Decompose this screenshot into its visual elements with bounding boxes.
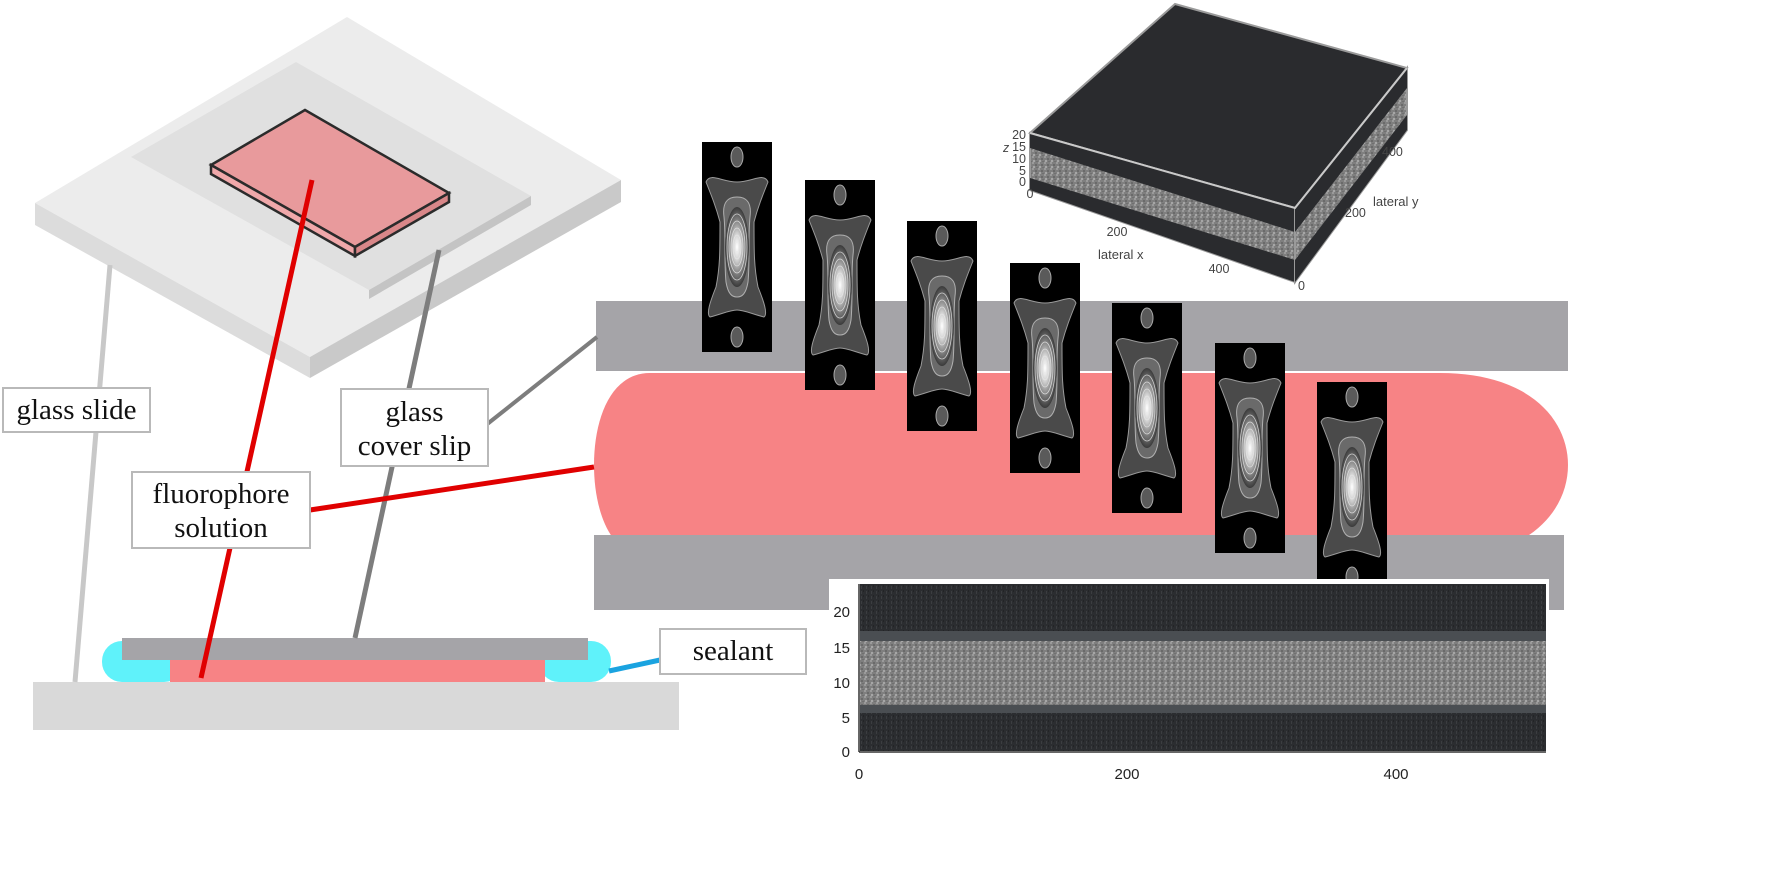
z-tick-15: 15 (1012, 140, 1026, 154)
z-tick-10: 10 (1012, 152, 1026, 166)
z-tick-20: 20 (1012, 128, 1026, 142)
isometric-slide (35, 17, 621, 378)
heatmap-middle (860, 640, 1546, 705)
sealant-label: sealant (659, 628, 807, 675)
y-tick-200: 200 (1345, 206, 1366, 220)
glass-slide-small (33, 682, 679, 730)
psf-tile (907, 221, 977, 431)
psf-tile (1317, 382, 1387, 592)
y-tick-0: 0 (1298, 279, 1305, 293)
slide-front-face (35, 203, 310, 378)
volume-right-dark-bottom (1295, 115, 1407, 282)
glass-slide-label: glass slide (2, 387, 151, 433)
heatmap-y-tick-10: 10 (833, 675, 850, 692)
heatmap-y-tick-0: 0 (842, 744, 850, 761)
x-tick-200: 200 (1107, 225, 1128, 239)
fluorophore-layer-small (170, 657, 545, 682)
heatmap-x-tick-0: 0 (855, 766, 863, 783)
fluorophore-text-line2: solution (174, 512, 268, 544)
volume-front-dark-bottom (1030, 178, 1295, 282)
coverslip-side-face (369, 196, 531, 299)
heatmap-y-tick-15: 15 (833, 640, 850, 657)
x-tick-400: 400 (1209, 262, 1230, 276)
y-tick-400: 400 (1382, 145, 1403, 159)
heatmap-x-tick-400: 400 (1383, 766, 1408, 783)
z-tick-5: 5 (1019, 164, 1026, 178)
psf-tile (1112, 303, 1182, 513)
volume-front-dark-top (1030, 133, 1295, 232)
heatmap-y-tick-5: 5 (842, 710, 850, 727)
coverslip-small (122, 638, 588, 660)
pointer-fluorophore-small (198, 179, 315, 679)
sealant-text: sealant (692, 635, 774, 667)
x-axis-label-text: lateral x (1098, 247, 1144, 262)
volume-right-dark-top (1295, 68, 1407, 232)
fluorophore-solution-large (594, 373, 1568, 558)
pointer-coverslip-large (484, 335, 599, 427)
cover-slip-label: glass cover slip (340, 388, 489, 467)
heatmap-x-tick-200: 200 (1114, 766, 1139, 783)
inset-3d-volume: z 20 15 10 5 0 0 200 400 lateral x 0 200… (1002, 2, 1419, 293)
x-axis-label: lateral x (1098, 247, 1144, 262)
cover-slip-text-line1: glass (385, 396, 444, 428)
heatmap-bottom-dark (860, 712, 1546, 751)
slice-heatmap: 0 5 10 15 20 0 200 400 (829, 579, 1549, 891)
psf-tile (805, 180, 875, 390)
slide-side-face (310, 180, 621, 378)
z-tick-0: 0 (1019, 175, 1026, 189)
volume-edges (1029, 67, 1408, 210)
pointer-sealant (608, 657, 661, 674)
psf-tile (1010, 263, 1080, 473)
cross-section-small (33, 638, 679, 730)
psf-tile-group (702, 142, 1387, 592)
psf-tile (702, 142, 772, 352)
cover-slip-text-line2: cover slip (357, 430, 472, 462)
psf-tile (1215, 343, 1285, 553)
heatmap-top-dark (860, 584, 1546, 631)
z-axis-label: z (1002, 141, 1010, 155)
fluorophore-text-line1: fluorophore (152, 478, 290, 510)
heatmap-y-tick-20: 20 (833, 604, 850, 621)
pointer-fluorophore-large (309, 464, 595, 513)
glass-slide-text: glass slide (16, 394, 137, 426)
heatmap-upper-edge (860, 630, 1546, 641)
x-tick-0: 0 (1027, 187, 1034, 201)
y-axis-label: lateral y (1373, 194, 1419, 209)
pointer-glass-slide (72, 264, 113, 683)
fluorophore-edge-right (353, 190, 451, 259)
fluorophore-label: fluorophore solution (131, 471, 311, 549)
heatmap-lower-edge (860, 704, 1546, 713)
